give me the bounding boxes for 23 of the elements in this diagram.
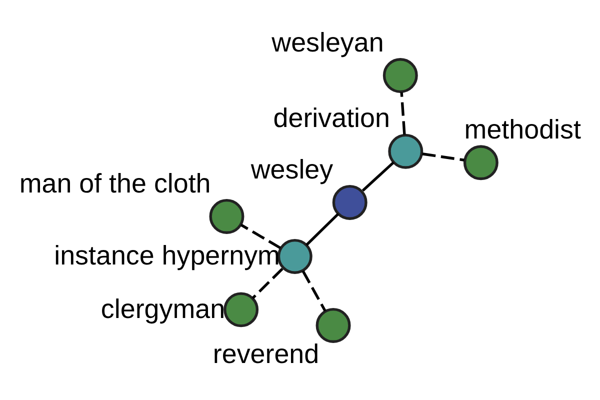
node-label: man of the cloth xyxy=(19,168,211,198)
node-circle xyxy=(277,238,312,274)
node-circle xyxy=(388,133,424,168)
node-label: derivation xyxy=(273,102,390,133)
node-label: methodist xyxy=(464,114,581,144)
connector xyxy=(240,223,282,249)
node-label: reverend xyxy=(212,338,320,369)
node-label: wesleyan xyxy=(272,26,384,57)
connector xyxy=(306,212,340,246)
node-circle xyxy=(316,307,351,342)
node-circle xyxy=(332,184,368,220)
connector xyxy=(362,160,394,192)
node-circle xyxy=(224,292,259,327)
connector xyxy=(400,92,406,134)
node-circle xyxy=(382,58,418,92)
connector xyxy=(302,270,326,312)
node-label: clergyman xyxy=(100,293,226,324)
node-label: wesley xyxy=(250,154,334,184)
connector xyxy=(252,267,284,299)
node-circle xyxy=(209,198,244,234)
connector xyxy=(422,152,464,161)
node-label: instance hypernym xyxy=(54,240,280,270)
node-circle xyxy=(463,144,498,180)
